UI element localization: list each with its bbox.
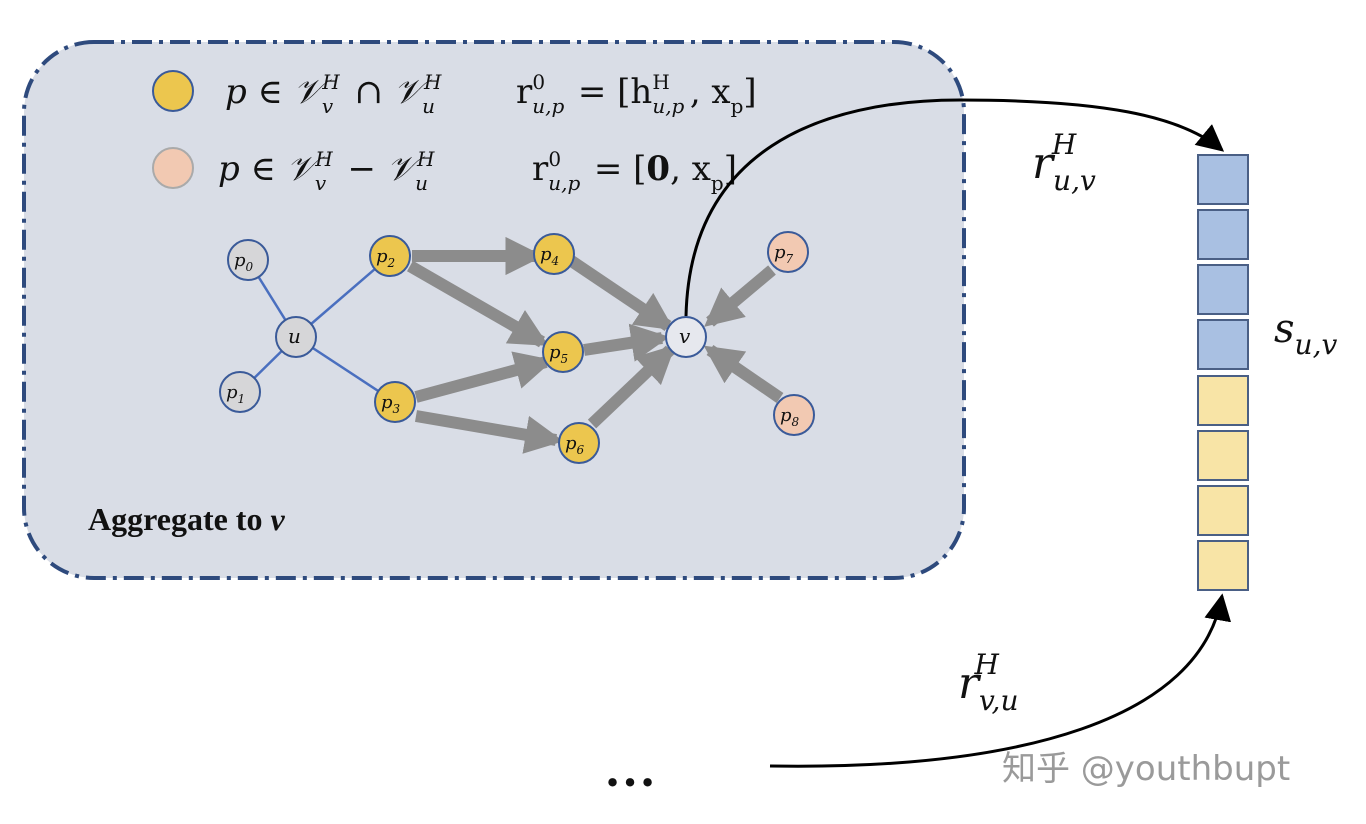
- label-r-uv: ru,vH: [1032, 128, 1096, 197]
- vector-cell: [1197, 319, 1249, 370]
- node-label-p0: p0: [234, 250, 254, 274]
- node-p8: [773, 394, 815, 436]
- vector-cell: [1197, 154, 1249, 205]
- node-label-p1: p1: [226, 382, 245, 406]
- vector-cell: [1197, 209, 1249, 260]
- label-r-vu: rv,uH: [958, 648, 1018, 717]
- arrow-r-vu: [769, 593, 1232, 768]
- node-labels: p0 p1 u p2 p3 p4 p5 p6 v p7 p8: [226, 242, 800, 457]
- vector-cell: [1197, 375, 1249, 426]
- panel-title: Aggregate to v: [88, 501, 285, 537]
- ellipsis: …: [604, 741, 656, 798]
- vector-cell: [1197, 430, 1249, 481]
- legend-diff-node-icon: [152, 147, 194, 189]
- legend-shared-init: ru,p0 = [hu,pH, xp]: [516, 70, 757, 118]
- node-label-p7: p7: [774, 242, 794, 266]
- arrow-r-uv: [684, 98, 1225, 317]
- label-s-uv: su,v: [1274, 306, 1337, 361]
- node-label-p8: p8: [780, 405, 800, 429]
- node-label-p5: p5: [549, 342, 568, 366]
- node-label-v: v: [679, 324, 691, 348]
- vector-cell: [1197, 264, 1249, 315]
- node-p4: [533, 233, 575, 275]
- legend-shared-node-icon: [152, 70, 194, 112]
- node-p2: [369, 235, 411, 277]
- node-p6: [558, 422, 600, 464]
- node-p0: [227, 239, 269, 281]
- node-label-p6: p6: [565, 433, 585, 457]
- node-label-p2: p2: [376, 246, 395, 270]
- vector-cell: [1197, 485, 1249, 536]
- vector-s-uv: [1197, 154, 1249, 591]
- node-u: [275, 316, 317, 358]
- node-p1: [219, 371, 261, 413]
- node-label-u: u: [288, 324, 301, 348]
- node-label-p4: p4: [540, 244, 559, 268]
- graph-nodes: [219, 231, 815, 464]
- node-label-p3: p3: [381, 392, 401, 416]
- vector-cell: [1197, 540, 1249, 591]
- node-v: [665, 316, 707, 358]
- gray-arrows: [407, 236, 784, 454]
- legend-diff-init: ru,p0 = [0, xp]: [532, 147, 737, 195]
- node-p7: [767, 231, 809, 273]
- node-p5: [542, 331, 584, 373]
- watermark: 知乎 @youthbupt: [1002, 749, 1290, 789]
- node-p3: [374, 381, 416, 423]
